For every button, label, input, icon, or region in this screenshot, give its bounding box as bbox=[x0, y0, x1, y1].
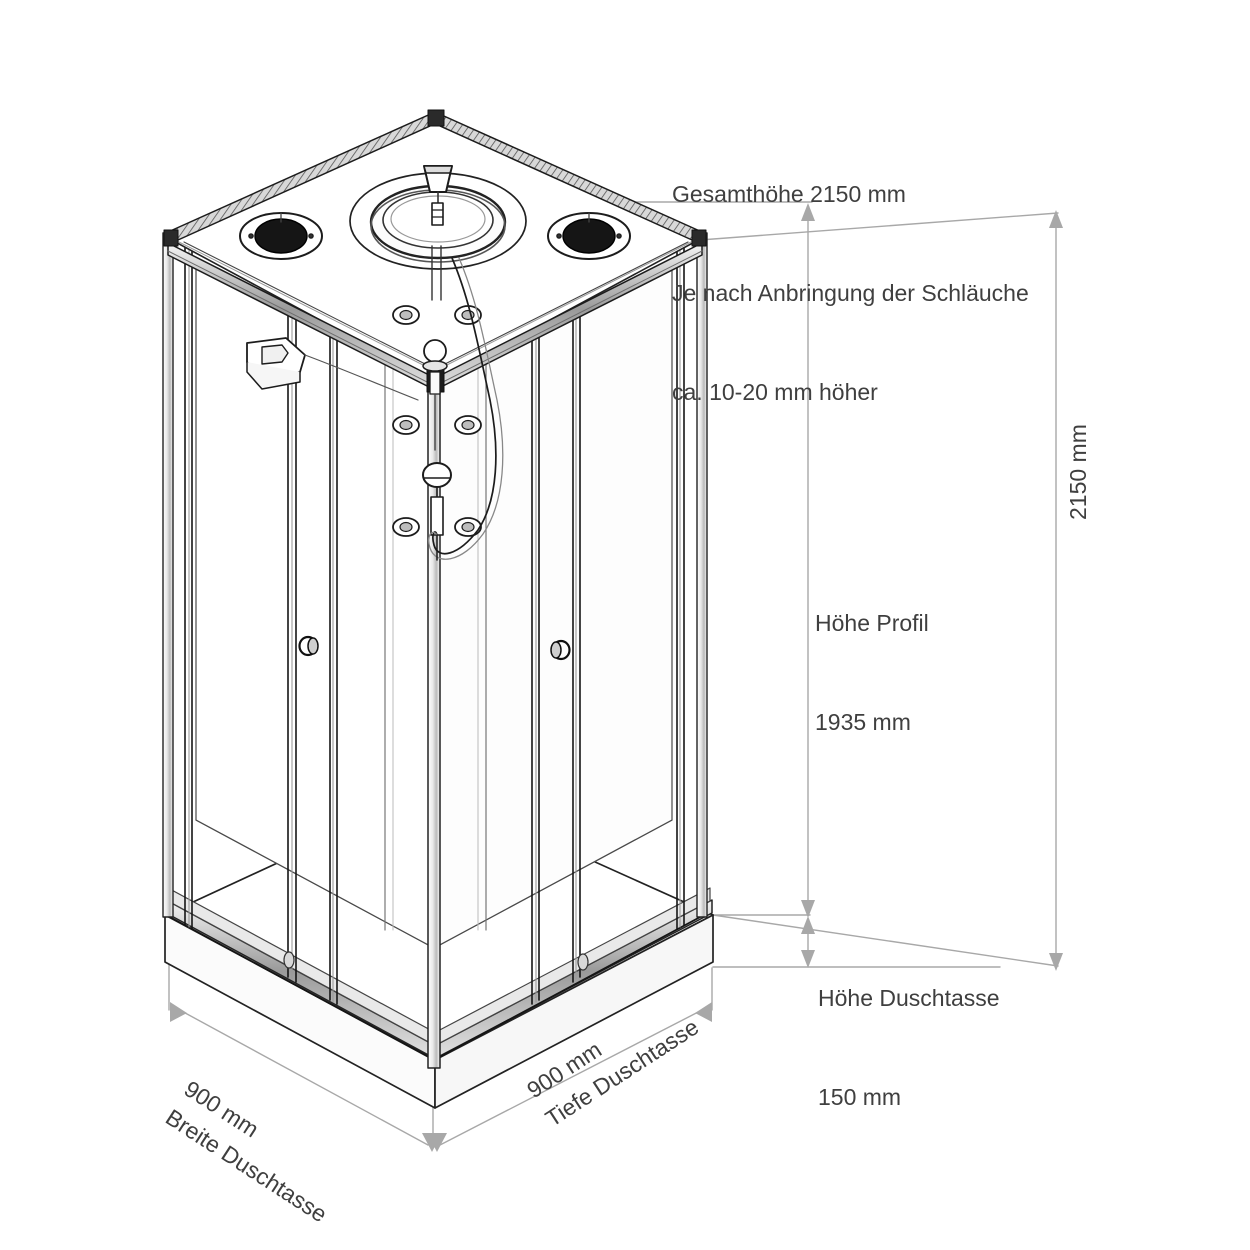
arrow-depth-right bbox=[695, 1002, 712, 1022]
label-profile-height: Höhe Profil 1935 mm bbox=[815, 541, 929, 772]
ext-line-tray-top bbox=[712, 914, 1059, 967]
arrow-total-up bbox=[1049, 210, 1063, 228]
note-line-2: Je nach Anbringung der Schläuche bbox=[672, 280, 1029, 306]
shower-hose bbox=[428, 257, 504, 561]
tray-mounts bbox=[283, 951, 589, 971]
arrow-profile-up bbox=[801, 203, 815, 221]
ext-line-top bbox=[699, 212, 1059, 241]
back-panel-jets bbox=[392, 305, 482, 537]
sliding-door-right bbox=[531, 242, 685, 1005]
dimension-arrowheads bbox=[801, 203, 1063, 971]
jet bbox=[454, 415, 482, 435]
arrow-profile-down bbox=[801, 900, 815, 918]
arrow-tray-up bbox=[801, 916, 815, 934]
bottom-dimension-arrowheads bbox=[170, 1002, 712, 1152]
note-line-1: Gesamthöhe 2150 mm bbox=[672, 181, 906, 207]
ceiling-speaker-right bbox=[547, 212, 631, 260]
jet bbox=[454, 517, 482, 537]
label-total-height-vertical: 2150 mm bbox=[1065, 424, 1091, 520]
jet bbox=[454, 305, 482, 325]
ceiling-speaker-left bbox=[239, 212, 323, 260]
profile-height-caption: Höhe Profil bbox=[815, 610, 929, 636]
sliding-door-left bbox=[184, 242, 338, 1005]
note-line-3: ca. 10-20 mm höher bbox=[672, 379, 878, 405]
arrow-tray-down bbox=[801, 950, 815, 968]
back-panel bbox=[195, 175, 673, 949]
tray-height-value: 150 mm bbox=[818, 1084, 902, 1110]
jet bbox=[392, 415, 420, 435]
rain-shower-head bbox=[349, 165, 527, 301]
corner-shelf bbox=[246, 337, 419, 401]
arrow-width-left bbox=[170, 1002, 187, 1022]
door-knob-right[interactable] bbox=[550, 639, 571, 661]
door-knob-left[interactable] bbox=[298, 635, 319, 657]
arrow-depth-left bbox=[427, 1133, 447, 1152]
note-total-height: Gesamthöhe 2150 mm Je nach Anbringung de… bbox=[672, 112, 1029, 442]
label-tray-height: Höhe Duschtasse 150 mm bbox=[818, 916, 1000, 1147]
dim-line-width bbox=[175, 1007, 429, 1146]
valve-fitting bbox=[422, 339, 448, 451]
jet bbox=[392, 517, 420, 537]
profile-height-value: 1935 mm bbox=[815, 709, 911, 735]
arrow-total-down bbox=[1049, 953, 1063, 971]
jet bbox=[392, 305, 420, 325]
bottom-frame-rails bbox=[165, 811, 713, 1059]
dim-line-depth bbox=[439, 1007, 707, 1146]
tray-height-caption: Höhe Duschtasse bbox=[818, 985, 1000, 1011]
